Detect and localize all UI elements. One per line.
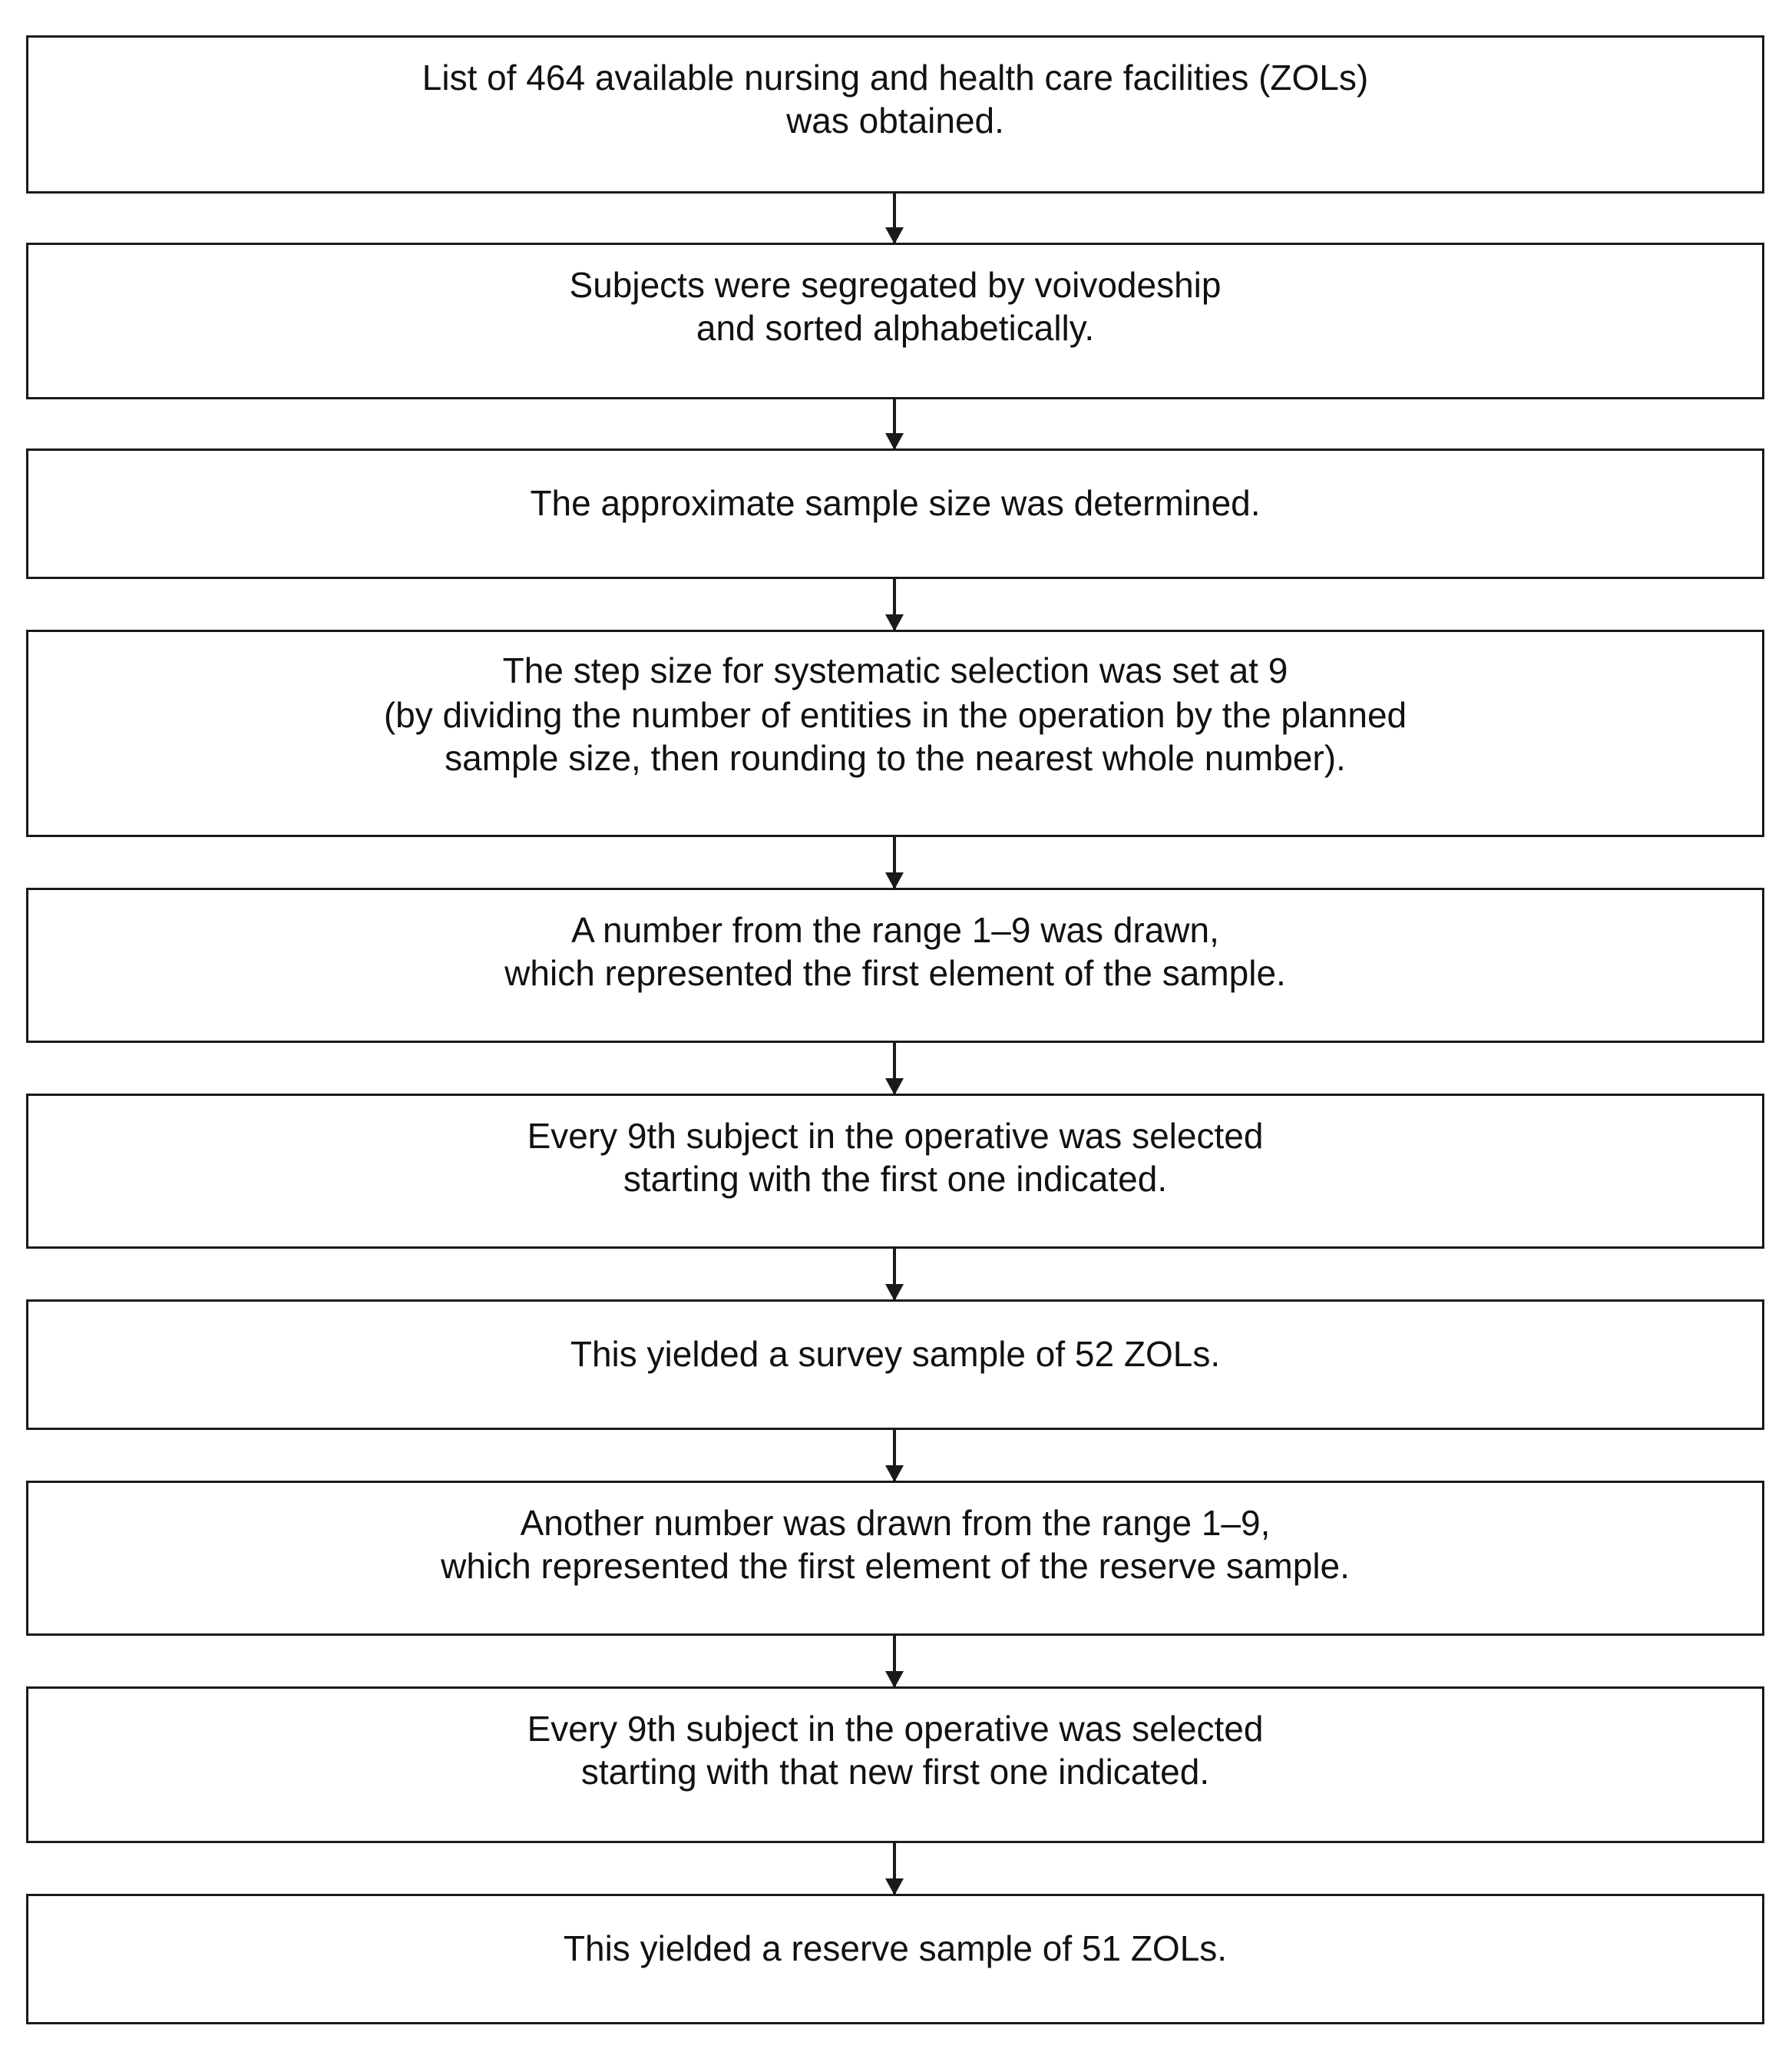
flow-step-10: This yielded a reserve sample of 51 ZOLs… (26, 1894, 1764, 2024)
arrow-8-9 (885, 1636, 904, 1688)
arrow-3-4 (885, 579, 904, 631)
step-1-line-2: was obtained. (786, 101, 1004, 141)
step-5-line-2: which represented the first element of t… (504, 953, 1286, 993)
arrow-7-8 (885, 1430, 904, 1482)
step-1-line-1: List of 464 available nursing and health… (422, 58, 1369, 98)
step-10-line-1: This yielded a reserve sample of 51 ZOLs… (563, 1928, 1228, 1968)
step-7-line-1: This yielded a survey sample of 52 ZOLs. (570, 1334, 1221, 1374)
flow-step-1: List of 464 available nursing and health… (26, 35, 1764, 194)
arrow-6-7 (885, 1249, 904, 1301)
flow-step-9: Every 9th subject in the operative was s… (26, 1686, 1764, 1843)
flow-step-2: Subjects were segregated by voivodeship … (26, 243, 1764, 399)
arrow-9-10 (885, 1843, 904, 1895)
step-4-line-2: (by dividing the number of entities in t… (383, 695, 1407, 735)
step-4-line-1: The step size for systematic selection w… (502, 650, 1288, 690)
step-6-line-2: starting with the first one indicated. (623, 1159, 1168, 1199)
flow-step-3: The approximate sample size was determin… (26, 448, 1764, 579)
step-4-line-3: sample size, then rounding to the neares… (445, 738, 1346, 778)
step-2-line-1: Subjects were segregated by voivodeship (569, 265, 1222, 305)
arrow-2-3 (885, 399, 904, 450)
step-2-line-2: and sorted alphabetically. (696, 308, 1095, 348)
flow-step-4: The step size for systematic selection w… (26, 630, 1764, 837)
step-9-line-1: Every 9th subject in the operative was s… (527, 1709, 1264, 1749)
step-9-line-2: starting with that new first one indicat… (580, 1752, 1210, 1792)
flow-step-5: A number from the range 1–9 was drawn, w… (26, 888, 1764, 1043)
arrow-4-5 (885, 837, 904, 889)
step-6-line-1: Every 9th subject in the operative was s… (527, 1116, 1264, 1156)
flow-step-8: Another number was drawn from the range … (26, 1481, 1764, 1636)
flow-step-6: Every 9th subject in the operative was s… (26, 1094, 1764, 1249)
step-8-line-1: Another number was drawn from the range … (520, 1503, 1271, 1543)
step-5-line-1: A number from the range 1–9 was drawn, (571, 910, 1219, 950)
flow-step-7: This yielded a survey sample of 52 ZOLs. (26, 1299, 1764, 1430)
step-8-line-2: which represented the first element of t… (441, 1546, 1350, 1586)
step-3-line-1: The approximate sample size was determin… (530, 483, 1261, 523)
arrow-1-2 (885, 194, 904, 244)
arrow-5-6 (885, 1043, 904, 1095)
